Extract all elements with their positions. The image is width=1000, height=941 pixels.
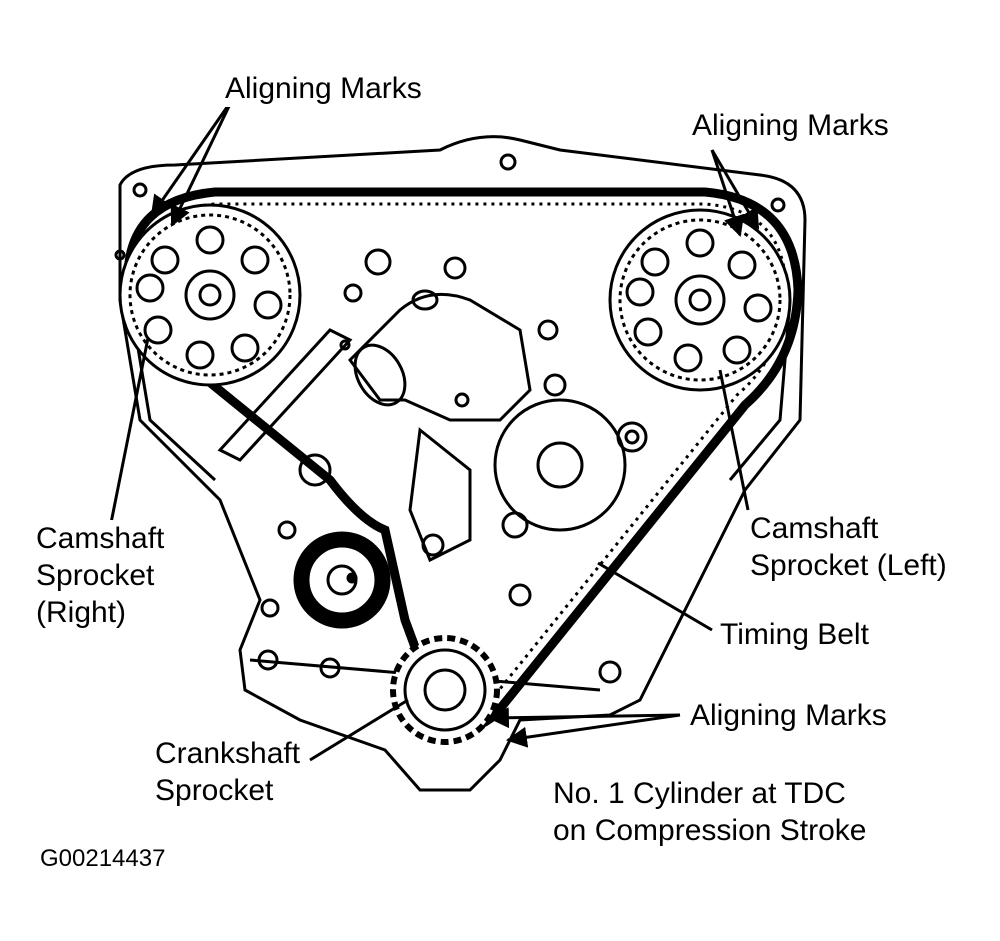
label-camshaft-left-line-1: Camshaft (750, 512, 879, 545)
timing-belt (123, 187, 803, 735)
tdc-note-line-2: on Compression Stroke (553, 814, 867, 847)
label-camshaft-right-line-2: Sprocket (36, 559, 155, 592)
label-camshaft-left-line-2: Sprocket (Left) (750, 549, 947, 582)
engine-internal-details (114, 153, 786, 684)
label-crankshaft-line-1: Crankshaft (155, 737, 301, 770)
tdc-note-line-1: No. 1 Cylinder at TDC (553, 777, 846, 810)
label-crankshaft-sprocket: Crankshaft Sprocket (155, 735, 301, 809)
crankshaft-sprocket (390, 635, 500, 745)
label-aligning-marks-top-right: Aligning Marks (692, 107, 889, 144)
leader-lines (108, 337, 750, 762)
camshaft-sprocket-right (118, 203, 302, 387)
figure-code: G00214437 (40, 845, 166, 873)
camshaft-sprocket-left (608, 208, 792, 392)
aligning-mark-arrows (150, 99, 760, 748)
label-camshaft-right-line-1: Camshaft (36, 522, 165, 555)
label-aligning-marks-bottom: Aligning Marks (690, 697, 887, 734)
label-timing-belt: Timing Belt (720, 616, 869, 653)
label-crankshaft-line-2: Sprocket (155, 774, 274, 807)
label-camshaft-sprocket-right: Camshaft Sprocket (Right) (36, 520, 165, 631)
label-aligning-marks-top-left: Aligning Marks (225, 70, 422, 107)
tdc-note: No. 1 Cylinder at TDC on Compression Str… (553, 775, 867, 849)
belt-tensioner-pulley (293, 531, 391, 629)
label-camshaft-right-line-3: (Right) (36, 596, 127, 629)
label-camshaft-sprocket-left: Camshaft Sprocket (Left) (750, 510, 947, 584)
